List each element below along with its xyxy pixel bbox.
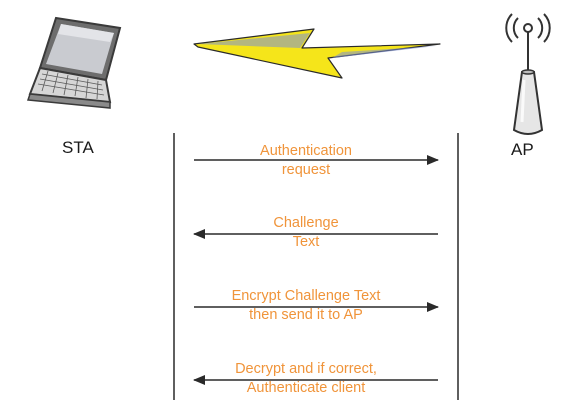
lightning-bolt-icon (193, 28, 441, 79)
message-line: Challenge (273, 215, 339, 231)
message-line: Decrypt and if correct, (235, 361, 377, 377)
message-line: Encrypt Challenge Text (231, 288, 381, 304)
access-point-icon (505, 13, 551, 135)
message-challenge-text: Challenge Text (176, 214, 436, 252)
message-line: request (281, 162, 331, 178)
message-decrypt-authenticate: Decrypt and if correct, Authenticate cli… (176, 360, 436, 398)
message-line: Authentication (260, 143, 352, 159)
message-encrypt-challenge: Encrypt Challenge Text then send it to A… (176, 287, 436, 325)
sta-label: STA (62, 138, 94, 157)
ap-label: AP (511, 140, 534, 159)
laptop-icon (26, 16, 122, 109)
message-authentication-request: Authentication request (176, 142, 436, 180)
message-line: then send it to AP (249, 307, 363, 323)
message-line: Authenticate client (246, 380, 366, 396)
message-line: Text (292, 234, 320, 250)
